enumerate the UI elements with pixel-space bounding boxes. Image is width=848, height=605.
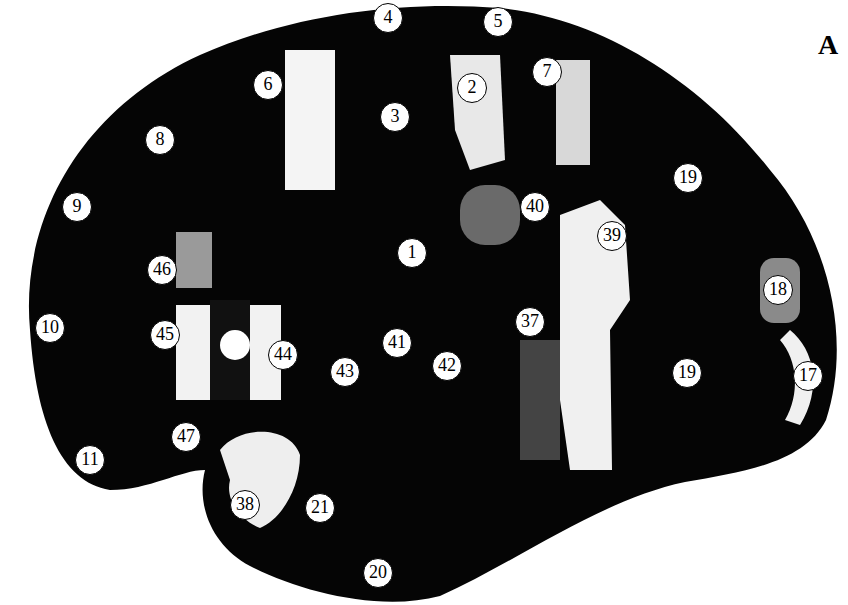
callout-number: 6 — [253, 70, 283, 100]
callout-number: 19 — [673, 163, 703, 193]
callout-number: 2 — [457, 73, 487, 103]
callout-number: 39 — [597, 221, 627, 251]
callout-number: 38 — [230, 490, 260, 520]
callout-number: 45 — [150, 320, 180, 350]
callout-number: 18 — [763, 275, 793, 305]
callout-number: 5 — [483, 7, 513, 37]
callout-number: 40 — [520, 192, 550, 222]
callout-number: 8 — [145, 125, 175, 155]
callout-number: 41 — [382, 328, 412, 358]
callout-number: 4 — [373, 3, 403, 33]
callout-number: 17 — [793, 361, 823, 391]
callout-number: 10 — [35, 313, 65, 343]
callout-number: 11 — [75, 445, 105, 475]
callout-number: 19 — [672, 358, 702, 388]
callout-number: 7 — [532, 57, 562, 87]
callout-number: 37 — [515, 307, 545, 337]
callout-number: 21 — [305, 493, 335, 523]
callout-number: 9 — [62, 192, 92, 222]
panel-letter: A — [818, 29, 838, 61]
callout-number: 20 — [363, 558, 393, 588]
callout-number: 1 — [397, 238, 427, 268]
callout-number: 46 — [147, 255, 177, 285]
callout-number: 43 — [330, 357, 360, 387]
callout-number: 3 — [380, 102, 410, 132]
callout-number: 44 — [268, 340, 298, 370]
callout-number: 42 — [432, 351, 462, 381]
callout-number: 47 — [171, 422, 201, 452]
